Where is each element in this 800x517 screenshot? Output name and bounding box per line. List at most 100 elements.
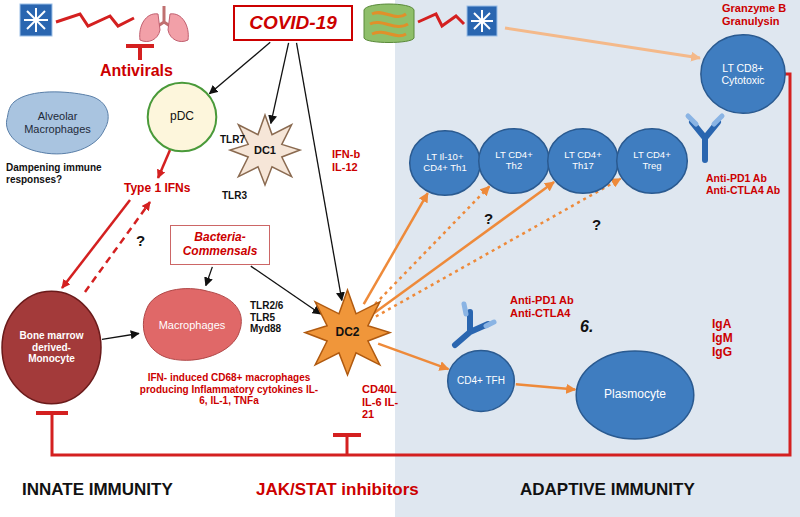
node-text: LT CD4+ Treg	[627, 150, 678, 172]
node-text: LT CD4+ Th17	[558, 150, 609, 172]
signal-arrow	[158, 150, 170, 178]
dendritic-cell: DC2	[305, 290, 390, 375]
t-cell-circle: LT Il-10+ CD4+ Th1	[409, 130, 481, 196]
receptor-label: TLR3	[222, 190, 256, 202]
node-text: Bacteria- Commensals	[174, 231, 266, 259]
antibody-icon	[455, 304, 494, 345]
text-group: Bone marrow derived- Monocyte	[15, 330, 89, 365]
outline	[148, 83, 217, 152]
connector-arrow	[206, 267, 213, 286]
text-group: DC2	[335, 326, 359, 340]
lungs-icon	[140, 6, 189, 42]
connector-arrow	[271, 43, 289, 123]
cytokine-label: IFN-b IL-12	[332, 148, 370, 173]
node-text: COVID-19	[249, 12, 337, 34]
lightning-bolt	[418, 14, 464, 26]
activation-arrow	[505, 28, 700, 58]
text-group: LT CD4+ Th2	[489, 150, 540, 172]
node-text: Alveolar Macrophages	[17, 110, 98, 135]
inhibition-bar	[126, 46, 154, 60]
signal-arrow	[62, 200, 130, 288]
text-group: Bacteria- Commensals	[174, 231, 266, 259]
treatment-label: Anti-PD1 Ab Anti-CTLA4 Ab	[706, 172, 786, 196]
intestine-icon	[364, 4, 414, 43]
connector-arrow	[516, 384, 575, 389]
node-text: Plasmocyte	[604, 388, 666, 402]
outline	[230, 115, 300, 185]
node-text: LT Il-10+ CD4+ Th1	[420, 152, 471, 174]
adaptive-panel	[395, 0, 800, 517]
source-box: Bacteria- Commensals	[170, 225, 270, 265]
node-text: DC1	[254, 144, 276, 157]
t-cell-circle: CD4+ TFH	[447, 350, 515, 412]
cytokine-label: CD40L IL-6 IL-21	[362, 383, 404, 421]
text-group: Alveolar Macrophages	[17, 110, 98, 135]
outline	[548, 129, 619, 194]
node-text: CD4+ TFH	[457, 375, 505, 387]
outline	[305, 290, 390, 375]
node-text: DC2	[335, 326, 359, 340]
inhibition-line	[36, 74, 790, 455]
t-cell-circle: LT CD4+ Th17	[547, 128, 619, 194]
receptor-label: TLR7	[220, 134, 254, 146]
node-text: Bone marrow derived- Monocyte	[15, 330, 89, 365]
outline	[410, 131, 481, 196]
virus-icon	[467, 6, 497, 36]
text-group: LT CD4+ Treg	[627, 150, 678, 172]
node-text: LT CD8+ Cytotoxic	[712, 62, 774, 86]
disease-box: COVID-19	[233, 5, 353, 41]
receptor-label: TLR2/6 TLR5 Myd88	[250, 300, 294, 335]
treatment-label: Antivirals	[100, 62, 190, 80]
text-group: DC1	[254, 144, 276, 157]
note-text: IFN- induced CD68+ macrophages producing…	[138, 372, 320, 407]
connector-arrow	[378, 344, 448, 370]
cell-shape: Macrophages	[138, 285, 246, 365]
antibody-icon	[688, 116, 722, 160]
section-title: ADAPTIVE IMMUNITY	[520, 480, 750, 500]
outline	[617, 129, 688, 194]
note-text: Dampening immune responses?	[6, 162, 118, 185]
t-cell-circle: LT CD4+ Th2	[478, 128, 550, 194]
connector-arrow	[376, 179, 621, 317]
section-title: JAK/STAT inhibitors	[256, 480, 456, 500]
outline	[701, 35, 785, 113]
t-cell-circle: LT CD4+ Treg	[616, 128, 688, 194]
callout-number: 6.	[580, 318, 604, 336]
section-title: INNATE IMMUNITY	[22, 480, 222, 500]
outline	[143, 289, 241, 361]
connector-arrow	[374, 182, 554, 313]
text-group: CD4+ TFH	[457, 375, 505, 387]
cytokine-label: Type 1 IFNs	[124, 182, 204, 196]
cell-shape: Alveolar Macrophages	[3, 88, 113, 158]
text-group: COVID-19	[249, 12, 337, 34]
text-group: LT Il-10+ CD4+ Th1	[420, 152, 471, 174]
connector-arrow	[364, 193, 428, 304]
text-group: Macrophages	[159, 319, 226, 332]
connector-arrow	[370, 186, 489, 309]
outline	[576, 351, 694, 439]
outline	[2, 291, 101, 404]
antibody-label: IgA IgM IgG	[712, 318, 742, 359]
question-mark: ?	[592, 216, 606, 233]
connector-arrow	[102, 334, 139, 340]
outline	[448, 351, 515, 412]
text-group: LT CD8+ Cytotoxic	[712, 62, 774, 86]
lightning-bolt	[56, 14, 134, 26]
node-text: LT CD4+ Th2	[489, 150, 540, 172]
text-group: LT CD4+ Th17	[558, 150, 609, 172]
t-cell-circle: LT CD8+ Cytotoxic	[700, 34, 786, 114]
question-mark: ?	[484, 210, 498, 227]
cell-circle: pDC	[147, 82, 217, 152]
dendritic-cell: DC1	[230, 115, 300, 185]
question-mark: ?	[136, 232, 150, 249]
virus-icon	[20, 4, 52, 36]
node-text: pDC	[170, 110, 194, 124]
outline	[479, 129, 550, 194]
treatment-label: Anti-PD1 Ab Anti-CTLA4	[510, 294, 596, 319]
node-text: Macrophages	[159, 319, 226, 332]
connector-arrow	[209, 42, 270, 93]
cell-ellipse: Plasmocyte	[575, 350, 695, 440]
cell-shape: Bone marrow derived- Monocyte	[1, 290, 102, 405]
outline	[6, 92, 108, 154]
